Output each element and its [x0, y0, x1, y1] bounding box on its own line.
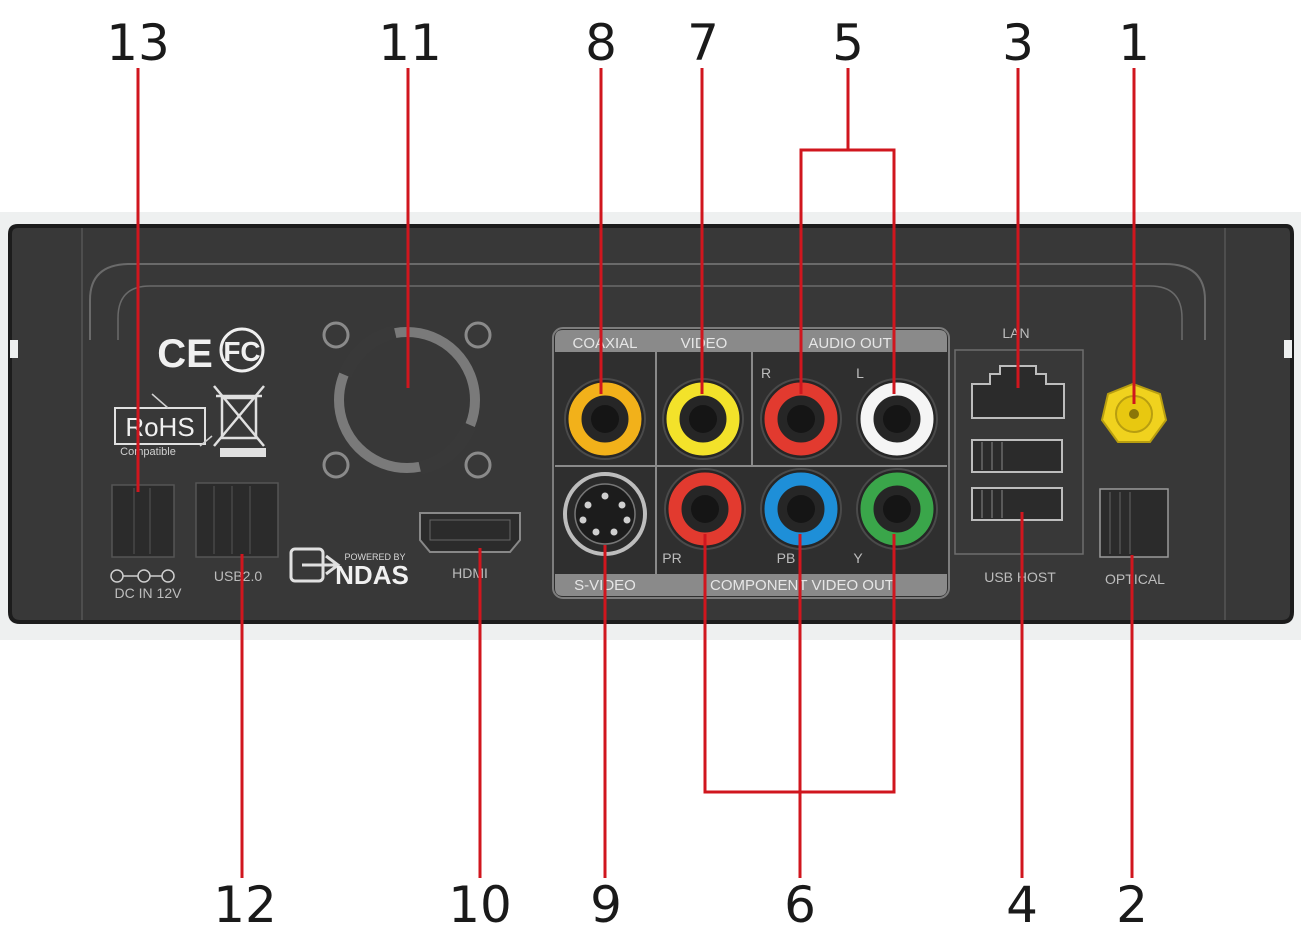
video-label: VIDEO: [681, 335, 728, 352]
leader-lines: [136, 68, 1136, 878]
dc-in-jack: DC IN 12V: [110, 484, 183, 601]
ce-mark: CE: [157, 332, 213, 376]
audio-l-label: L: [856, 365, 864, 381]
pb-label: PB: [777, 550, 796, 566]
component-pb-rca-jack: [760, 468, 842, 550]
callout-12: 12: [213, 876, 277, 934]
callout-3: 3: [1002, 14, 1034, 72]
usb-host-port-top: [971, 439, 1063, 473]
fc-mark: FC: [219, 327, 265, 373]
svg-text:RoHS: RoHS: [125, 412, 194, 442]
callout-9: 9: [590, 876, 622, 934]
s-video-jack: [563, 472, 647, 556]
antenna-connector: [1100, 382, 1168, 443]
y-label: Y: [853, 550, 863, 566]
callout-6: 6: [784, 876, 816, 934]
ndas-logo: POWERED BY NDAS: [289, 547, 409, 590]
audio-out-label: AUDIO OUT: [808, 335, 891, 352]
optical-port: OPTICAL: [1099, 488, 1169, 587]
svg-text:Compatible: Compatible: [120, 446, 176, 458]
coaxial-label: COAXIAL: [572, 335, 637, 352]
callout-5: 5: [832, 14, 864, 72]
component-pr-rca-jack: [664, 468, 746, 550]
callout-7: 7: [687, 14, 719, 72]
svg-text:NDAS: NDAS: [335, 560, 409, 590]
weee-bin-icon: [213, 385, 266, 457]
callout-4: 4: [1006, 876, 1038, 934]
usb-host-label: USB HOST: [984, 569, 1056, 585]
component-video-out-label: COMPONENT VIDEO OUT: [710, 577, 894, 594]
svg-text:FC: FC: [223, 336, 260, 367]
usb20-label: USB2.0: [214, 568, 262, 584]
coaxial-rca-jack: [564, 378, 646, 460]
optical-label: OPTICAL: [1105, 571, 1165, 587]
component-y-rca-jack: [856, 468, 938, 550]
lan-label: LAN: [1002, 325, 1029, 341]
dc-in-label: DC IN 12V: [115, 585, 183, 601]
audio-r-rca-jack: [760, 378, 842, 460]
pr-label: PR: [662, 550, 681, 566]
audio-l-rca-jack: [856, 378, 938, 460]
callout-10: 10: [448, 876, 512, 934]
callout-2: 2: [1116, 876, 1148, 934]
usb20-port: USB2.0: [195, 482, 279, 584]
lan-usb-block: LAN USB HOST: [954, 325, 1084, 585]
hdmi-label: HDMI: [452, 565, 488, 581]
usb-host-port-bottom: [971, 487, 1063, 521]
svg-text:POWERED BY: POWERED BY: [344, 552, 405, 562]
callout-8: 8: [585, 14, 617, 72]
av-connector-block: COAXIAL VIDEO AUDIO OUT S-VIDEO COMPONEN…: [552, 327, 950, 599]
callout-11: 11: [378, 14, 442, 72]
callout-13: 13: [106, 14, 170, 72]
lan-port: [971, 365, 1065, 419]
audio-r-label: R: [761, 365, 771, 381]
callout-1: 1: [1118, 14, 1150, 72]
